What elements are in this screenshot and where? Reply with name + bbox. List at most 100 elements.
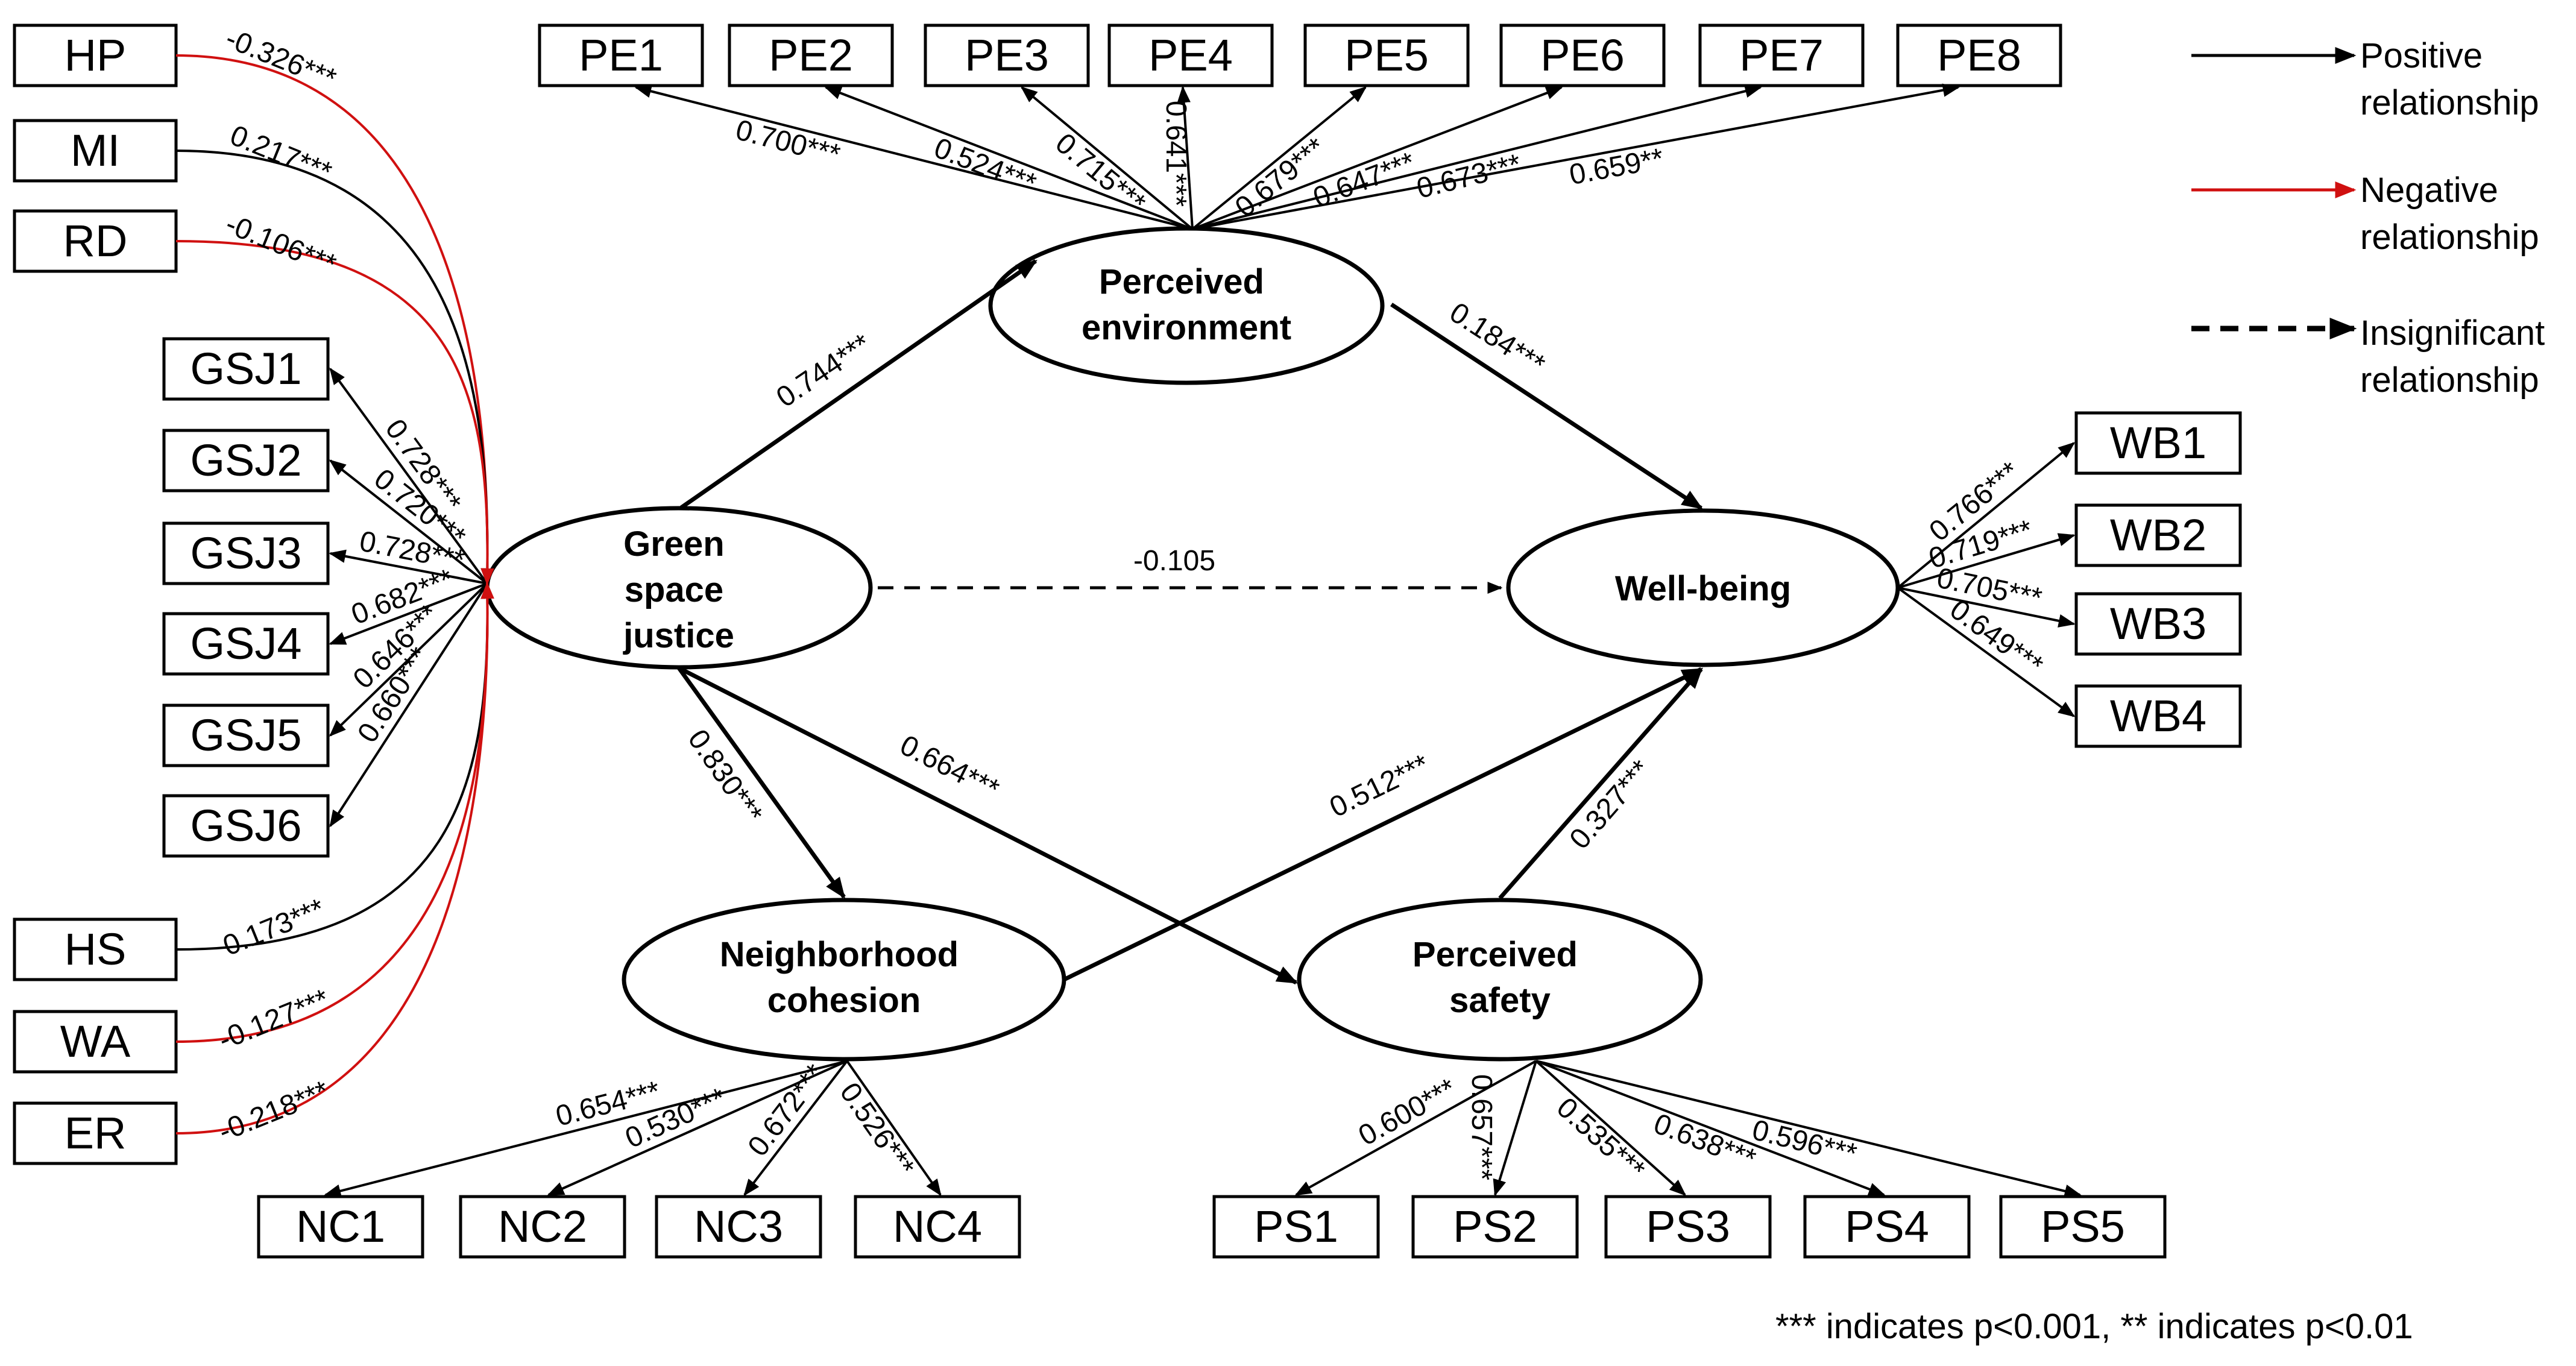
loading-arrow-pe2 (824, 86, 1193, 230)
indicator-wb2-label: WB2 (2110, 510, 2206, 560)
latent-gsj-line3: justice (623, 616, 734, 655)
indicator-wb2-box (2074, 503, 2242, 567)
loading-arrow-wb1 (1897, 442, 2076, 589)
covariate-hp-label: HP (65, 30, 127, 80)
covariate-rd-label: RD (63, 216, 128, 266)
loading-pe1-label: 0.700*** (732, 114, 843, 171)
loading-arrow-pe1 (634, 84, 1193, 230)
loading-arrow-ps1 (1294, 1060, 1537, 1196)
indicator-gsj5-box (162, 703, 330, 767)
indicator-gsj4-box (162, 612, 330, 676)
indicator-gsj3-label: GSJ3 (190, 528, 301, 578)
loading-arrow-gsj6 (329, 582, 488, 828)
loading-arrow-ps2 (1493, 1060, 1537, 1197)
footnote: *** indicates p<0.001, ** indicates p<0.… (1775, 1307, 2413, 1346)
loading-arrow-pe6 (1192, 86, 1563, 230)
indicator-gsj2-box (162, 429, 330, 493)
indicator-pe4-box (1107, 24, 1274, 87)
loading-ps2-label: 0.657*** (1466, 1074, 1497, 1180)
covariate-hs-box (13, 917, 178, 981)
legend-negative-label: Negative relationship (2360, 171, 2539, 257)
measurement-model: PE10.700***PE20.524***PE30.715***PE40.64… (162, 24, 2242, 1259)
indicator-ps1-box (1212, 1195, 1380, 1259)
loading-pe2-label: 0.524*** (930, 132, 1040, 200)
loading-ps4-label: 0.638*** (1649, 1108, 1760, 1176)
loading-arrow-ps5 (1535, 1060, 2082, 1198)
latent-nc-label: Neighborhood cohesion (720, 935, 968, 1020)
indicator-pe6-label: PE6 (1540, 30, 1625, 80)
covariate-effect-wa-label: -0.127*** (214, 983, 333, 1056)
path-gsj-nc (677, 666, 846, 899)
indicator-ps2-box (1411, 1195, 1579, 1259)
covariate-arrow-er (175, 582, 494, 1135)
latent-nc-line1: Neighborhood (720, 935, 959, 974)
path-gsj-pe (680, 259, 1038, 509)
indicator-nc4-label: NC4 (893, 1201, 982, 1251)
indicator-pe3-box (924, 24, 1090, 87)
indicator-ps5-label: PS5 (2041, 1201, 2125, 1251)
indicator-ps3-label: PS3 (1646, 1201, 1730, 1251)
legend-negative-line1: Negative (2360, 171, 2498, 210)
indicator-gsj4-label: GSJ4 (190, 618, 301, 669)
covariate-mi-box (13, 119, 178, 183)
indicator-ps3-box (1604, 1195, 1772, 1259)
path-ps-wb-label: 0.327*** (1564, 754, 1658, 855)
loading-ps3-label: 0.535*** (1551, 1092, 1651, 1186)
indicator-wb3-label: WB3 (2110, 599, 2206, 649)
latent-pe-line2: environment (1082, 308, 1291, 347)
latent-ps-label: Perceived safety (1412, 935, 1587, 1020)
indicator-wb1-label: WB1 (2110, 418, 2206, 468)
indicator-ps4-label: PS4 (1845, 1201, 1929, 1251)
indicator-pe4-label: PE4 (1148, 30, 1233, 80)
latent-gsj-label: Green space justice (623, 524, 734, 655)
indicator-ps4-box (1803, 1195, 1971, 1259)
latent-nc-ellipse (622, 898, 1066, 1062)
covariate-arrow-rd (175, 240, 494, 585)
indicator-pe8-label: PE8 (1937, 30, 2021, 80)
covariate-effect-rd-label: -0.106*** (221, 208, 341, 281)
latent-pe-ellipse (988, 226, 1385, 385)
indicator-ps5-box (1999, 1195, 2167, 1259)
covariate-er-label: ER (65, 1108, 127, 1158)
indicator-wb4-box (2074, 684, 2242, 748)
covariate-effect-er-label: -0.218*** (214, 1075, 333, 1148)
indicator-pe5-label: PE5 (1344, 30, 1429, 80)
latent-wb-label: Well-being (1615, 569, 1791, 608)
latent-pe: Perceived environment (988, 226, 1385, 385)
covariate-mi-label: MI (71, 125, 120, 175)
latent-wb: Well-being (1506, 508, 1900, 667)
loading-pe4-label: 0.641*** (1160, 101, 1192, 207)
indicator-nc2-box (459, 1195, 626, 1259)
covariate-effect-hs-label: 0.173*** (219, 893, 329, 962)
loading-arrow-gsj1 (329, 367, 488, 585)
path-gsj-ps-label: 0.664*** (895, 729, 1004, 806)
legend-insignificant-line2: relationship (2360, 360, 2539, 400)
latent-nc-line2: cohesion (767, 981, 921, 1020)
loading-arrow-gsj4 (329, 582, 488, 645)
path-gsj-ps (678, 666, 1299, 985)
latent-nc: Neighborhood cohesion (622, 898, 1066, 1062)
indicator-gsj6-label: GSJ6 (190, 801, 301, 851)
indicator-pe5-box (1303, 24, 1470, 87)
path-gsj-wb-label: -0.105 (1133, 545, 1215, 577)
latent-gsj: Green space justice (485, 506, 873, 670)
latent-pe-label: Perceived environment (1082, 262, 1291, 347)
loading-arrow-ps3 (1535, 1060, 1687, 1196)
loading-arrow-gsj3 (329, 549, 488, 585)
loading-arrow-pe7 (1192, 84, 1762, 230)
legend: Positive relationship Negative relations… (2191, 36, 2545, 400)
indicator-nc2-label: NC2 (498, 1201, 587, 1251)
indicator-pe7-label: PE7 (1739, 30, 1824, 80)
indicator-pe2-box (728, 24, 894, 87)
latent-ps-line1: Perceived (1412, 935, 1578, 974)
indicator-gsj3-box (162, 521, 330, 585)
indicator-nc3-label: NC3 (694, 1201, 783, 1251)
loading-arrow-wb3 (1897, 587, 2076, 628)
indicator-gsj1-box (162, 337, 330, 401)
loading-arrow-pe5 (1191, 86, 1367, 230)
indicator-pe1-box (538, 24, 704, 87)
loading-arrow-gsj5 (329, 582, 488, 737)
loading-arrow-wb2 (1897, 533, 2076, 589)
